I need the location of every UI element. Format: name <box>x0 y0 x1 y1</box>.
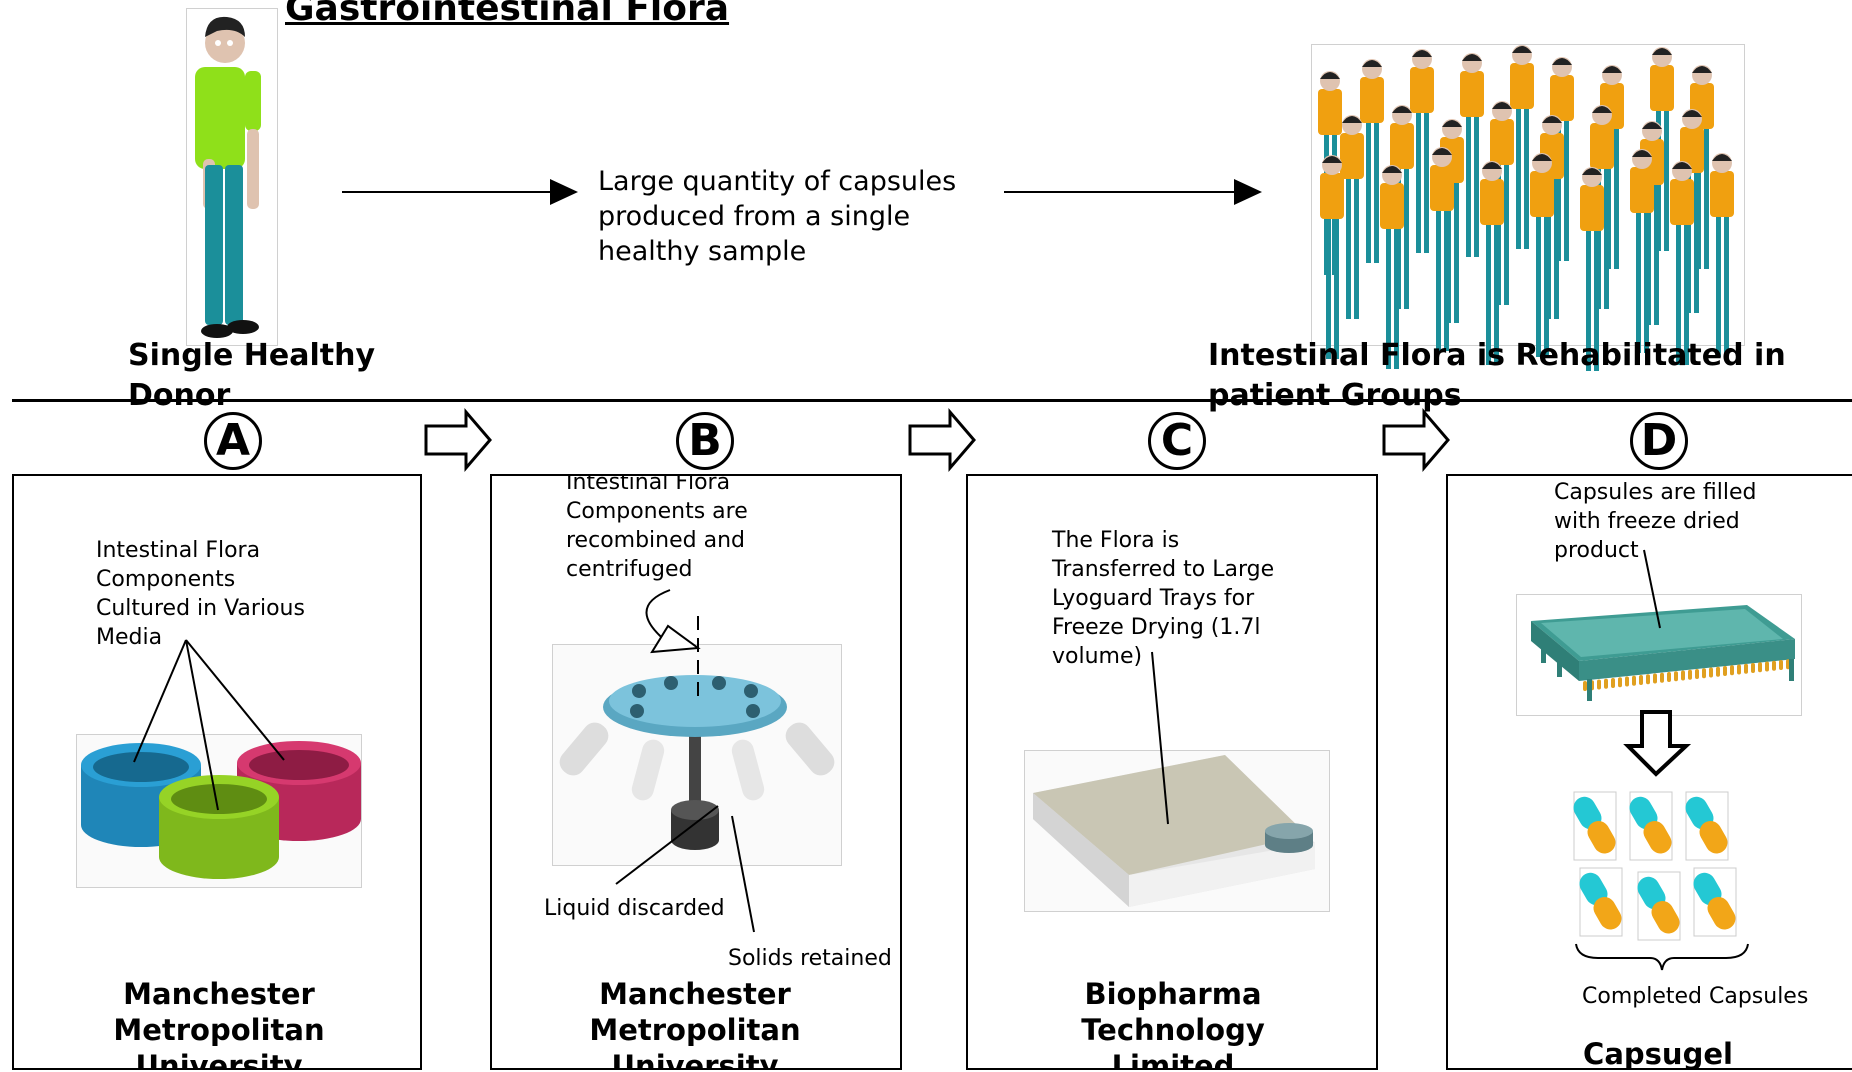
person-icon <box>195 16 261 338</box>
person-icon <box>1630 149 1654 353</box>
step-b-letter: B <box>676 412 734 470</box>
person-icon <box>1710 153 1734 357</box>
right-arrow-icon <box>1382 407 1450 473</box>
crowd-icon <box>1318 45 1734 371</box>
diagram-title: Gastrointestinal Flora <box>285 0 730 29</box>
capsule-icon <box>1573 791 1617 861</box>
donor-label: Single Healthy Donor <box>128 338 376 413</box>
step-d-institution: Capsugel <box>1583 1037 1733 1070</box>
center-description: Large quantity of capsules produced from… <box>598 166 957 267</box>
person-icon <box>1430 147 1454 351</box>
step-b-annotation-lines <box>615 589 755 933</box>
person-icon <box>1480 161 1504 365</box>
step-c-leader-line <box>1151 651 1169 825</box>
step-c-panel: The Flora is Transferred to Large Lyogua… <box>966 474 1378 1070</box>
capsule-filling-tray-image <box>1516 594 1802 716</box>
person-icon <box>1580 167 1604 371</box>
liquid-discarded-label: Liquid discarded <box>544 896 725 921</box>
person-icon <box>1360 59 1384 263</box>
step-b-institution: Manchester Metropolitan University <box>589 977 801 1070</box>
step-d-panel: Capsules are filled with freeze dried pr… <box>1446 474 1852 1070</box>
lyoguard-tray-image <box>1024 750 1330 912</box>
person-icon <box>1410 49 1434 253</box>
capsule-icon <box>1637 871 1681 941</box>
step-a-letter: A <box>204 412 262 470</box>
step-c-institution: Biopharma Technology Limited <box>1081 977 1265 1070</box>
step-d-annotation-lines <box>1575 549 1749 971</box>
person-icon <box>1510 45 1534 249</box>
step-a-note: Intestinal Flora Components Cultured in … <box>96 538 305 650</box>
step-c-note: The Flora is Transferred to Large Lyogua… <box>1052 528 1275 669</box>
completed-capsules-label: Completed Capsules <box>1582 984 1809 1009</box>
person-icon <box>1340 115 1364 319</box>
solids-retained-label: Solids retained <box>728 946 892 971</box>
step-b-note: Intestinal Flora Components are recombin… <box>566 474 748 582</box>
culture-media-image <box>76 734 362 888</box>
capsule-icon <box>1629 791 1673 861</box>
capsule-icon <box>1579 867 1623 937</box>
person-icon <box>1670 161 1694 365</box>
capsule-icon <box>1685 791 1729 861</box>
donor-figure <box>186 8 278 346</box>
step-a-panel: Intestinal Flora Components Cultured in … <box>12 474 422 1070</box>
right-arrow-icon <box>424 407 492 473</box>
down-arrow-icon <box>1623 710 1692 777</box>
centrifuge-icon <box>559 675 835 850</box>
patients-label: Intestinal Flora is Rehabilitated in pat… <box>1208 338 1786 413</box>
culture-dish-icon <box>81 741 361 879</box>
right-arrow-icon <box>908 407 976 473</box>
lyoguard-tray-icon <box>1033 755 1315 907</box>
person-icon <box>1530 153 1554 357</box>
step-d-note: Capsules are filled with freeze dried pr… <box>1554 480 1757 563</box>
person-icon <box>1460 53 1484 257</box>
step-b-panel: Intestinal Flora Components are recombin… <box>490 474 902 1070</box>
right-arrow-icon <box>342 179 578 205</box>
centrifuge-image <box>552 644 842 866</box>
section-divider <box>12 399 1852 402</box>
capsule-tray-icon <box>1531 605 1795 701</box>
step-d-letter: D <box>1630 412 1688 470</box>
person-icon <box>1320 155 1344 359</box>
step-a-leader-lines <box>133 639 285 811</box>
step-a-institution: Manchester Metropolitan University <box>113 977 325 1070</box>
step-c-letter: C <box>1148 412 1206 470</box>
completed-capsules-group <box>1573 791 1737 941</box>
capsule-icon <box>1693 867 1737 937</box>
right-arrow-icon <box>1004 179 1262 205</box>
patients-crowd <box>1311 44 1745 371</box>
person-icon <box>1380 165 1404 369</box>
